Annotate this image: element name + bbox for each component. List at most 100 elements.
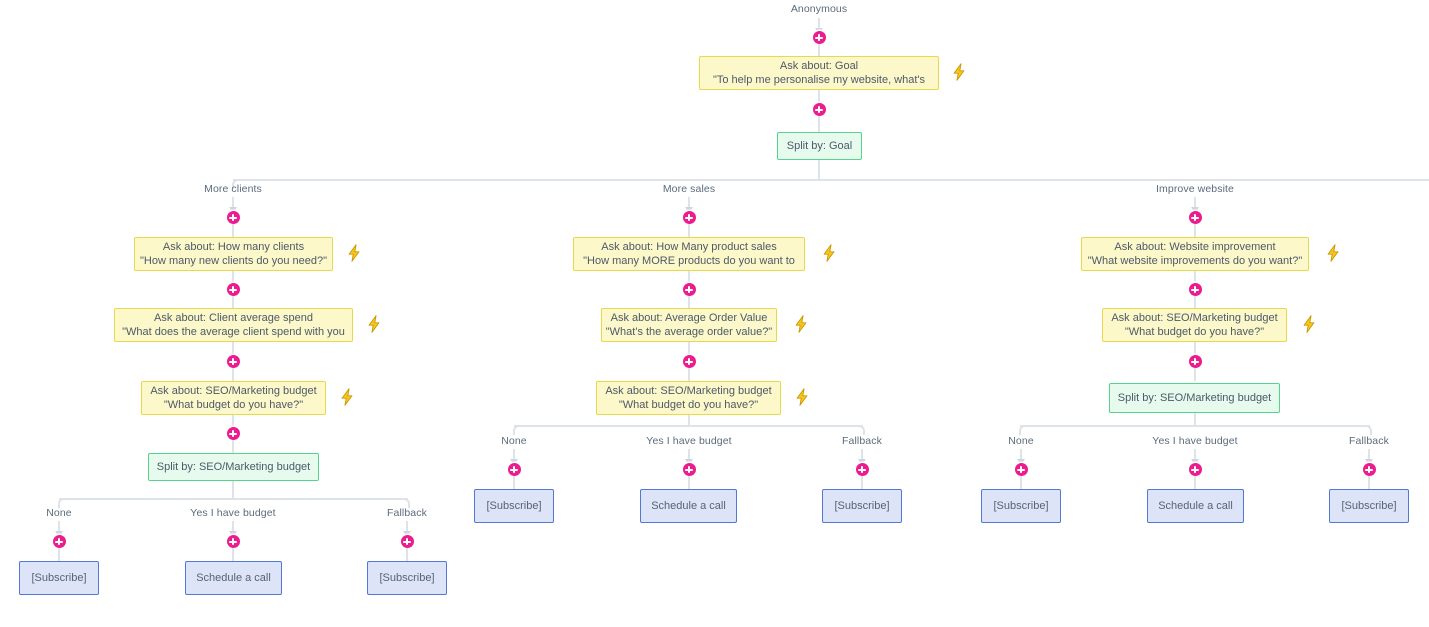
plus-circle-icon-clients-yes[interactable]	[226, 535, 240, 548]
plus-circle-icon-clients-3[interactable]	[226, 355, 240, 368]
lightning-bolt-icon-clients-1[interactable]	[344, 242, 364, 264]
node-action-subscribe-clients-none[interactable]: [Subscribe]	[19, 561, 99, 595]
lightning-bolt-icon-sales-3[interactable]	[792, 386, 812, 408]
plus-circle-icon-clients-1[interactable]	[226, 211, 240, 224]
edge-label-clients-fallback: Fallback	[387, 507, 427, 519]
plus-circle-icon-root[interactable]	[812, 31, 826, 44]
node-ask-average-order-value-line2: "What's the average order value?"	[605, 326, 773, 338]
edge-label-more-clients: More clients	[204, 183, 262, 195]
connector-sales-arrow	[688, 197, 690, 212]
node-split-goal[interactable]: Split by: Goal	[777, 132, 862, 160]
plus-circle-icon-clients-4[interactable]	[226, 427, 240, 440]
lightning-bolt-icon-website-1[interactable]	[1323, 242, 1343, 264]
lightning-bolt-icon-sales-2[interactable]	[791, 313, 811, 335]
plus-circle-icon-clients-none[interactable]	[52, 535, 66, 548]
node-action-subscribe-website-none-label: [Subscribe]	[993, 500, 1049, 512]
arrowhead-clients-none	[55, 531, 63, 537]
node-action-subscribe-website-fallback[interactable]: [Subscribe]	[1329, 489, 1409, 523]
arrowhead-website-fallback	[1365, 459, 1373, 465]
edge-label-website-none: None	[1008, 435, 1034, 447]
connector-sales-3	[688, 296, 690, 308]
node-ask-how-many-product-sales-line2: "How many MORE products do you want to	[583, 255, 795, 267]
node-ask-seo-budget-sales-line1: Ask about: SEO/Marketing budget	[605, 385, 772, 397]
plus-circle-icon-website-yes[interactable]	[1188, 463, 1202, 476]
node-action-schedule-call-website[interactable]: Schedule a call	[1147, 489, 1244, 523]
node-ask-average-order-value-line1: Ask about: Average Order Value	[610, 312, 768, 324]
plus-circle-icon-website-3[interactable]	[1188, 355, 1202, 368]
edge-label-sales-fallback: Fallback	[842, 435, 882, 447]
edge-label-clients-none: None	[46, 507, 72, 519]
connector-website-yes-tail	[1194, 476, 1196, 489]
plus-circle-icon-website-1[interactable]	[1188, 211, 1202, 224]
node-action-schedule-call-website-label: Schedule a call	[1158, 500, 1233, 512]
connector-sales-2	[688, 271, 690, 284]
node-ask-how-many-product-sales[interactable]: Ask about: How Many product sales "How m…	[573, 237, 805, 271]
node-split-seo-budget-website-label: Split by: SEO/Marketing budget	[1117, 392, 1272, 404]
arrowhead-website	[1191, 207, 1199, 213]
arrowhead-sales-yes	[685, 459, 693, 465]
connector-clients-split-down	[232, 481, 234, 499]
connector-clients-7	[232, 440, 234, 453]
node-ask-how-many-clients[interactable]: Ask about: How many clients "How many ne…	[134, 237, 333, 271]
plus-circle-icon-website-2[interactable]	[1188, 283, 1202, 296]
connector-clients-1	[232, 224, 234, 237]
node-ask-seo-budget-website[interactable]: Ask about: SEO/Marketing budget "What bu…	[1102, 308, 1287, 342]
node-action-schedule-call-sales[interactable]: Schedule a call	[640, 489, 737, 523]
edge-label-improve-website: Improve website	[1156, 183, 1234, 195]
plus-circle-icon-website-none[interactable]	[1014, 463, 1028, 476]
node-ask-seo-budget-clients-line2: "What budget do you have?"	[163, 399, 304, 411]
lightning-bolt-icon-sales-1[interactable]	[819, 242, 839, 264]
plus-circle-icon-sales-yes[interactable]	[682, 463, 696, 476]
connector-sales-4	[688, 342, 690, 355]
connector-clients-branch-bar	[59, 498, 408, 500]
edge-label-root: Anonymous	[790, 3, 848, 15]
node-action-subscribe-sales-none[interactable]: [Subscribe]	[474, 489, 554, 523]
node-action-subscribe-clients-fallback-label: [Subscribe]	[379, 572, 435, 584]
plus-circle-icon-sales-none[interactable]	[507, 463, 521, 476]
connector-corner-clients-left	[58, 498, 68, 508]
node-ask-client-average-spend[interactable]: Ask about: Client average spend "What do…	[114, 308, 353, 342]
node-ask-goal-line2: "To help me personalise my website, what…	[712, 74, 926, 86]
plus-circle-icon-sales-1[interactable]	[682, 211, 696, 224]
lightning-bolt-icon-clients-3[interactable]	[337, 386, 357, 408]
edge-label-website-fallback: Fallback	[1349, 435, 1389, 447]
node-ask-website-improvement[interactable]: Ask about: Website improvement "What web…	[1081, 237, 1309, 271]
plus-circle-icon-website-fallback[interactable]	[1362, 463, 1376, 476]
node-ask-seo-budget-clients[interactable]: Ask about: SEO/Marketing budget "What bu…	[141, 381, 326, 415]
node-ask-how-many-product-sales-line1: Ask about: How Many product sales	[601, 241, 777, 253]
arrowhead-sales	[685, 207, 693, 213]
node-action-subscribe-clients-fallback[interactable]: [Subscribe]	[367, 561, 447, 595]
connector-clients-fallback-arrow	[406, 521, 408, 536]
connector-website-fallback-arrow	[1368, 449, 1370, 464]
connector-website-yes-arrow	[1194, 449, 1196, 464]
plus-circle-icon-clients-fallback[interactable]	[400, 535, 414, 548]
plus-circle-icon-goal[interactable]	[812, 103, 826, 116]
lightning-bolt-icon-goal[interactable]	[949, 61, 969, 83]
connector-sales-5	[688, 368, 690, 381]
connector-corner-left	[232, 179, 242, 189]
plus-circle-icon-sales-fallback[interactable]	[855, 463, 869, 476]
node-ask-website-improvement-line2: "What website improvements do you want?"	[1087, 255, 1303, 267]
node-split-seo-budget-website[interactable]: Split by: SEO/Marketing budget	[1109, 383, 1280, 413]
node-ask-goal[interactable]: Ask about: Goal "To help me personalise …	[699, 56, 939, 90]
connector-clients-yes-arrow	[232, 521, 234, 536]
connector-root-tail	[818, 44, 820, 56]
lightning-bolt-icon-clients-2[interactable]	[364, 313, 384, 335]
node-split-seo-budget-clients[interactable]: Split by: SEO/Marketing budget	[148, 453, 319, 481]
node-ask-seo-budget-website-line2: "What budget do you have?"	[1124, 326, 1265, 338]
arrowhead-sales-none	[510, 459, 518, 465]
node-action-schedule-call-clients[interactable]: Schedule a call	[185, 561, 282, 595]
node-ask-average-order-value[interactable]: Ask about: Average Order Value "What's t…	[601, 308, 777, 342]
plus-circle-icon-sales-2[interactable]	[682, 283, 696, 296]
lightning-bolt-icon-website-2[interactable]	[1299, 313, 1319, 335]
node-action-subscribe-clients-none-label: [Subscribe]	[31, 572, 87, 584]
connector-marker-to-split	[818, 116, 820, 132]
node-action-subscribe-sales-fallback[interactable]: [Subscribe]	[822, 489, 902, 523]
connector-website-1	[1194, 224, 1196, 237]
node-action-subscribe-website-none[interactable]: [Subscribe]	[981, 489, 1061, 523]
connector-clients-6	[232, 415, 234, 428]
plus-circle-icon-sales-3[interactable]	[682, 355, 696, 368]
node-ask-seo-budget-sales[interactable]: Ask about: SEO/Marketing budget "What bu…	[596, 381, 781, 415]
plus-circle-icon-clients-2[interactable]	[226, 283, 240, 296]
